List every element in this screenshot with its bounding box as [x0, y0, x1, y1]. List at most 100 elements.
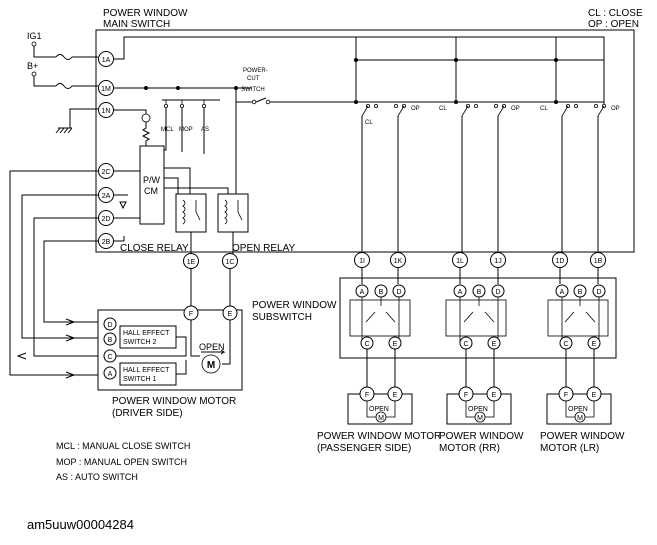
svg-text:1M: 1M	[101, 86, 111, 93]
ig1-fuse	[55, 54, 73, 60]
close-relay-box	[175, 193, 207, 233]
subswitch-inner	[349, 299, 411, 337]
contact	[393, 104, 398, 109]
svg-text:CL: CL	[540, 106, 548, 112]
driver-motor-label-2: (DRIVER SIDE)	[112, 408, 183, 419]
terminal-1d	[552, 252, 568, 268]
hall-wires	[116, 336, 187, 375]
main-switch-outline	[95, 29, 635, 253]
harness-2a	[21, 194, 99, 339]
svg-text:OPEN: OPEN	[468, 406, 488, 413]
svg-text:A: A	[458, 289, 463, 296]
junction	[144, 86, 148, 90]
bplus-terminal	[31, 71, 37, 77]
passenger-motor-label-1: POWER WINDOW MOTOR	[317, 431, 441, 442]
svg-text:1D: 1D	[556, 258, 565, 265]
terminal-1j	[490, 252, 506, 268]
svg-text:D: D	[495, 289, 500, 296]
lamp-symbol	[141, 113, 151, 123]
svg-text:F: F	[189, 311, 193, 318]
svg-text:D: D	[107, 322, 112, 329]
svg-text:1B: 1B	[594, 258, 603, 265]
main-switch-title-line1: POWER WINDOW	[103, 8, 188, 19]
terminal-1e	[183, 253, 199, 269]
svg-text:HALL EFFECT: HALL EFFECT	[123, 367, 170, 374]
svg-text:B: B	[477, 289, 482, 296]
power-cut-contact-a	[251, 99, 257, 105]
cm-to-relay-wires	[164, 162, 237, 194]
main-switch-title-line2: MAIN SWITCH	[103, 19, 170, 30]
motor-passenger: F E OPEN M	[347, 386, 413, 425]
svg-text:D: D	[396, 289, 401, 296]
svg-text:OPEN: OPEN	[369, 406, 389, 413]
power-cut-switch	[236, 97, 604, 103]
ig1-terminal	[31, 41, 37, 47]
svg-text:F: F	[464, 392, 468, 399]
terminal-1l	[452, 252, 468, 268]
svg-text:F: F	[365, 392, 369, 399]
driver-pin-a	[103, 366, 117, 380]
driver-pin-b	[103, 332, 117, 346]
resistor-symbol	[141, 122, 151, 146]
svg-text:HALL EFFECT: HALL EFFECT	[123, 330, 170, 337]
svg-text:CL: CL	[365, 120, 373, 126]
bplus-label: B+	[27, 61, 38, 71]
ig1-bus	[113, 36, 605, 108]
terminal-1i	[354, 252, 370, 268]
svg-text:2A: 2A	[102, 193, 111, 200]
svg-text:1C: 1C	[226, 259, 235, 266]
mop-label: MOP	[179, 127, 193, 133]
svg-text:2C: 2C	[102, 169, 111, 176]
relay-contacts	[195, 200, 243, 221]
svg-text:A: A	[108, 371, 113, 378]
svg-text:OP: OP	[411, 106, 420, 112]
switch-lever	[461, 105, 505, 117]
junction	[454, 100, 458, 104]
svg-text:D: D	[596, 289, 601, 296]
rr-motor-label-2: MOTOR (RR)	[439, 443, 500, 454]
svg-text:E: E	[393, 341, 398, 348]
contact	[473, 104, 478, 109]
pw-cm-label-1: P/W	[143, 175, 161, 185]
contact	[493, 104, 498, 109]
svg-text:1J: 1J	[494, 258, 501, 265]
main-to-driver-motor	[190, 269, 231, 306]
svg-text:1E: 1E	[187, 259, 196, 266]
svg-text:A: A	[360, 289, 365, 296]
close-relay-coil	[182, 199, 186, 225]
switch-group-passenger: CL OP	[354, 100, 420, 252]
bplus-wire	[33, 76, 56, 87]
motor-wires	[565, 401, 595, 418]
mcl-label: MCL	[161, 127, 174, 133]
switch-lines	[461, 116, 499, 252]
bplus-fuse	[55, 83, 73, 89]
subswitch-inner	[445, 299, 507, 337]
contact	[574, 104, 579, 109]
ig1-label: IG1	[27, 31, 42, 41]
as-label: AS	[201, 127, 209, 133]
svg-text:1K: 1K	[394, 258, 403, 265]
motor-wires	[465, 401, 495, 418]
power-cut-contact-b	[265, 99, 271, 105]
svg-text:C: C	[364, 341, 369, 348]
ground-symbol	[55, 127, 73, 134]
svg-text:1A: 1A	[102, 57, 111, 64]
subswitch-lr: A B D C E	[547, 284, 609, 350]
svg-text:B: B	[108, 337, 113, 344]
driver-motor-outline	[97, 309, 243, 391]
signal-arrows	[16, 318, 76, 379]
main-to-subswitch	[361, 268, 599, 284]
open-relay-coil	[224, 199, 228, 225]
junction	[176, 86, 180, 90]
legend-mcl: MCL : MANUAL CLOSE SWITCH	[56, 441, 190, 451]
legend-mop: MOP : MANUAL OPEN SWITCH	[56, 457, 187, 467]
svg-text:2B: 2B	[102, 239, 111, 246]
power-cut-label-1: POWER-	[243, 68, 268, 74]
svg-text:E: E	[592, 392, 597, 399]
subswitch-passenger: A B D C E	[349, 284, 411, 350]
terminal-1c	[222, 253, 238, 269]
passenger-motor-label-2: (PASSENGER SIDE)	[317, 443, 411, 454]
switch-lever	[361, 105, 405, 117]
ig1-branches	[355, 37, 557, 100]
